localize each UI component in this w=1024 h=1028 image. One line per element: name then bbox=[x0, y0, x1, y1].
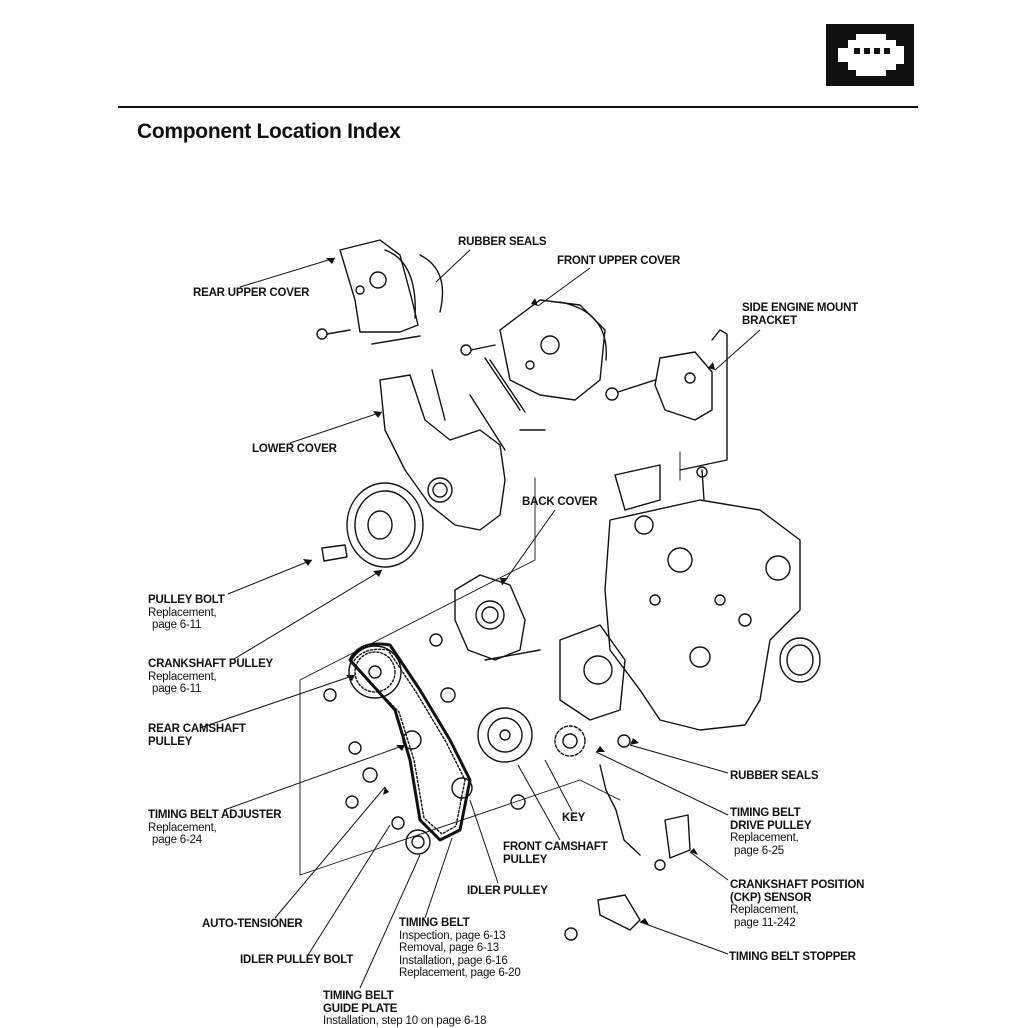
label-rear-upper-cover: REAR UPPER COVER bbox=[193, 287, 310, 299]
label-crankshaft-pulley: CRANKSHAFT PULLEY Replacement, page 6-11 bbox=[148, 658, 274, 695]
label-ckp-sensor: CRANKSHAFT POSITION(CKP) SENSOR Replacem… bbox=[730, 879, 865, 929]
label-rubber-seals-top: RUBBER SEALS bbox=[458, 236, 547, 248]
label-front-upper-cover: FRONT UPPER COVER bbox=[557, 255, 681, 267]
label-timing-belt: TIMING BELT Inspection, page 6-13 Remova… bbox=[399, 917, 521, 979]
engine-icon bbox=[826, 24, 914, 86]
header-rule bbox=[118, 106, 918, 108]
label-timing-belt-adjuster: TIMING BELT ADJUSTER Replacement, page 6… bbox=[148, 809, 282, 846]
timing-belt-drawing bbox=[348, 642, 472, 842]
drive-pulley-and-sensor-drawing bbox=[554, 725, 691, 941]
rear-upper-cover-drawing bbox=[316, 239, 444, 345]
back-cover-drawing bbox=[429, 574, 541, 661]
side-engine-mount-bracket-drawing bbox=[605, 329, 728, 471]
front-camshaft-pulley-drawing bbox=[477, 707, 533, 810]
label-rubber-seals-bottom: RUBBER SEALS bbox=[730, 770, 819, 782]
front-upper-cover-drawing bbox=[460, 299, 607, 413]
label-pulley-bolt: PULLEY BOLT Replacement, page 6-11 bbox=[148, 594, 225, 631]
rear-camshaft-pulley-drawing bbox=[323, 645, 456, 703]
idler-and-adjuster-drawing bbox=[345, 730, 473, 855]
engine-block-drawing bbox=[559, 464, 821, 731]
label-idler-pulley-bolt: IDLER PULLEY BOLT bbox=[240, 954, 354, 966]
label-key: KEY bbox=[562, 812, 586, 824]
lower-cover-drawing bbox=[379, 369, 546, 531]
label-lower-cover: LOWER COVER bbox=[252, 443, 337, 455]
label-auto-tensioner: AUTO-TENSIONER bbox=[202, 918, 303, 930]
page-title: Component Location Index bbox=[137, 120, 401, 143]
label-idler-pulley: IDLER PULLEY bbox=[467, 885, 548, 897]
crankshaft-pulley-drawing bbox=[321, 482, 424, 568]
label-back-cover: BACK COVER bbox=[522, 496, 598, 508]
label-timing-belt-stopper: TIMING BELT STOPPER bbox=[729, 951, 856, 963]
